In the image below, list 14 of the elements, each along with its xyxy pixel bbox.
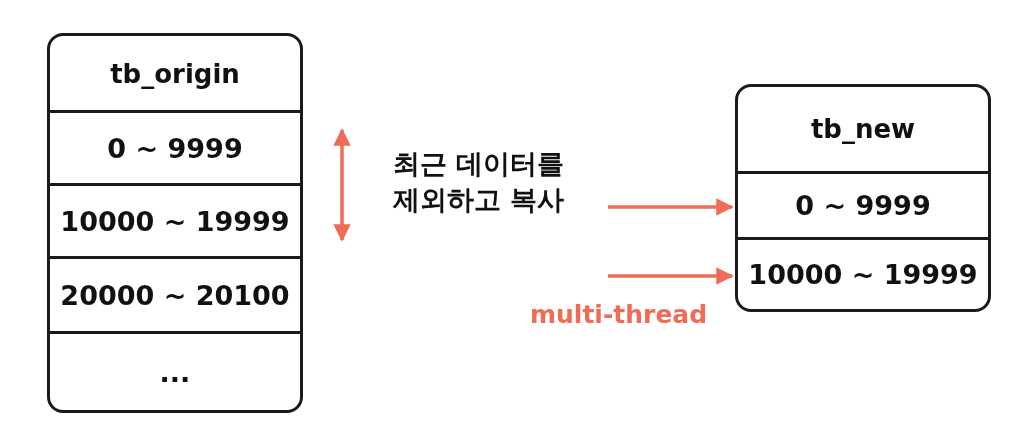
table-row: 0 ~ 9999 xyxy=(738,171,988,237)
table-title: tb_new xyxy=(809,114,917,144)
table-box xyxy=(47,33,303,413)
arrow xyxy=(608,198,734,216)
arrow-label: multi-thread xyxy=(530,300,708,329)
table-row: 10000 ~ 19999 xyxy=(738,237,988,309)
table-row: ... xyxy=(50,331,300,410)
table-row: 10000 ~ 19999 xyxy=(50,183,300,256)
table-row: 0 ~ 9999 xyxy=(50,110,300,183)
table-title: tb_origin xyxy=(109,58,241,89)
table-row: 20000 ~ 20100 xyxy=(50,256,300,331)
arrow xyxy=(608,267,734,285)
note-text: 최근 데이터를 제외하고 복사 xyxy=(393,147,566,217)
table-box xyxy=(735,84,991,312)
